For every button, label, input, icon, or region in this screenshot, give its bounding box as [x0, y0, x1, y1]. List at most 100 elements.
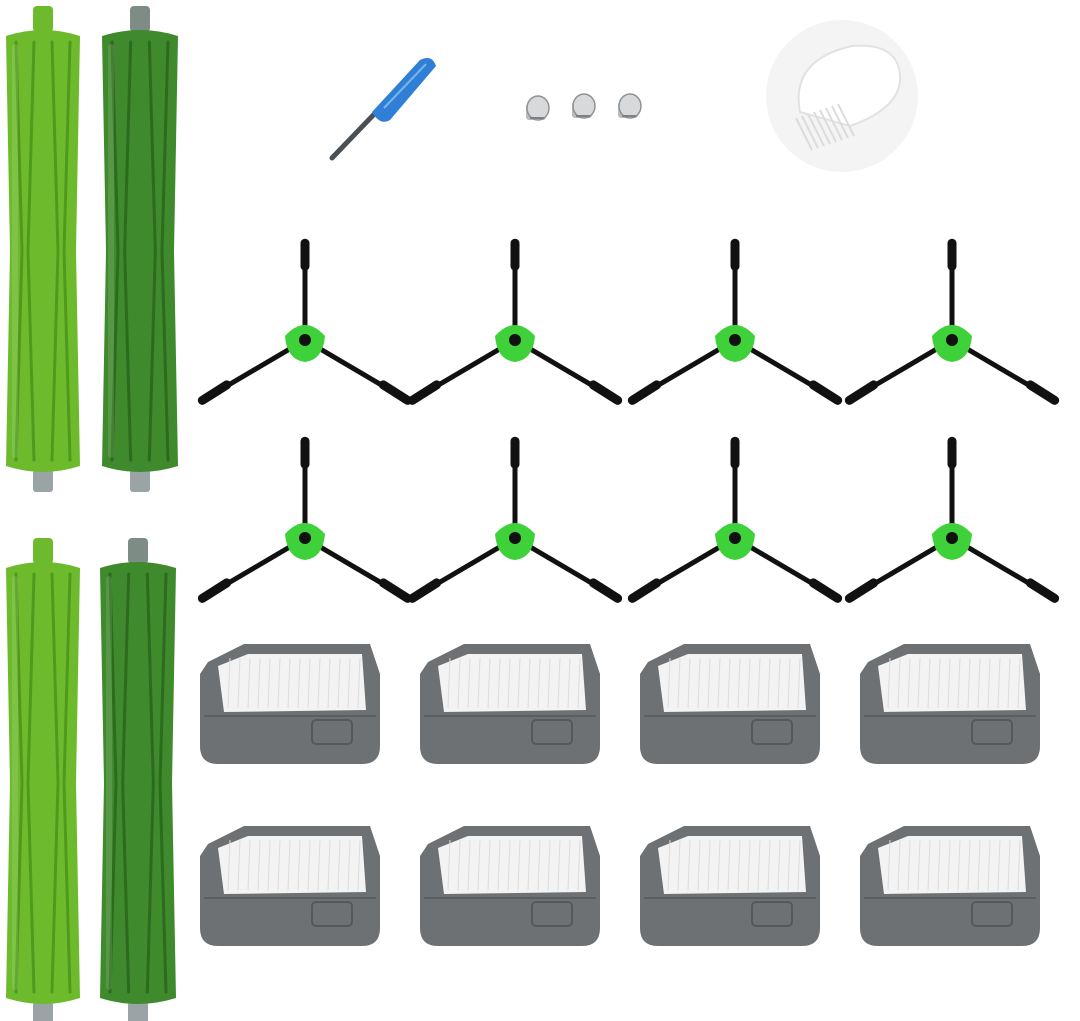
main-roller-dark-1 [102, 6, 178, 492]
roller-rib [62, 40, 72, 462]
filter-8 [860, 826, 1040, 946]
filter-pleat [517, 657, 521, 709]
filter-media [658, 836, 806, 894]
filter-pleat [967, 839, 971, 891]
filter-pleat [537, 839, 541, 891]
filter-pleat [927, 839, 931, 891]
screw-head [526, 95, 550, 121]
side-brush-bristles [197, 380, 232, 405]
roller-rib [26, 572, 36, 994]
filter-pleat [557, 657, 561, 709]
filter-pleat [757, 657, 761, 709]
filter-6 [420, 826, 600, 946]
filter-pleat [477, 657, 481, 709]
filter-pleat [1017, 657, 1021, 709]
filter-pleat [277, 657, 281, 709]
filter-pleat [957, 839, 961, 891]
filter-pleat [577, 657, 581, 709]
filter-latch [751, 901, 793, 927]
cleaning-tool-bristle [807, 113, 825, 147]
side-brush-bristles [378, 380, 413, 405]
cleaning-tool-bristle [795, 117, 813, 151]
roller-rib [121, 572, 131, 994]
filter-pleat [247, 657, 251, 709]
cleaning-tool-bristle [831, 105, 849, 139]
filter-media [438, 654, 586, 712]
filter-media [218, 654, 366, 712]
filter-pleat [467, 657, 471, 709]
side-brush-4 [844, 238, 1060, 405]
filter-pleat [917, 839, 921, 891]
filter-5 [200, 826, 380, 946]
filter-media [218, 836, 366, 894]
filter-pleat [957, 657, 961, 709]
screw-1 [526, 95, 550, 121]
filter-pleat [267, 657, 271, 709]
filter-pleat [907, 657, 911, 709]
filter-pleat [357, 839, 361, 891]
roller-highlight [108, 44, 114, 458]
filter-pleat [567, 657, 571, 709]
filter-pleat [307, 839, 311, 891]
cleaning-tool-bristle [801, 115, 819, 149]
filter-pleat [897, 657, 901, 709]
main-roller-dark-2 [100, 538, 176, 1021]
roller-rib [14, 40, 24, 462]
filter-pleat [697, 657, 701, 709]
side-brush-5 [197, 436, 413, 603]
filter-pleat [337, 839, 341, 891]
side-brush-bristles [808, 578, 843, 603]
filter-pleat [787, 839, 791, 891]
cleaning-tool-bristle [825, 107, 843, 141]
screw-head [572, 93, 596, 119]
roller-body [102, 30, 178, 472]
side-brush-bristles [588, 380, 623, 405]
filter-pleat [897, 839, 901, 891]
filter-pleat [517, 839, 521, 891]
filter-pleat [787, 657, 791, 709]
filter-pleat [1007, 657, 1011, 709]
filter-media [878, 836, 1026, 894]
filter-pleat [927, 657, 931, 709]
filter-pleat [337, 657, 341, 709]
filter-pleat [497, 657, 501, 709]
roller-highlight [12, 44, 18, 458]
main-roller-light-1 [6, 6, 80, 492]
filter-pleat [677, 839, 681, 891]
filter-pleat [267, 839, 271, 891]
filter-pleat [747, 657, 751, 709]
filter-pleat [667, 657, 671, 709]
filter-pleat [297, 839, 301, 891]
roller-body [100, 562, 176, 1004]
roller-axle-top [33, 6, 53, 32]
filter-pleat [717, 657, 721, 709]
cleaning-tool [766, 20, 918, 172]
roller-axle-top [130, 6, 150, 32]
roller-rib [147, 40, 157, 462]
filter-latch [751, 719, 793, 745]
filter-latch [971, 719, 1013, 745]
side-brush-center [509, 532, 521, 544]
roller-axle-bottom [128, 1002, 148, 1021]
filter-pleat [257, 657, 261, 709]
screwdriver-handle-shine [383, 63, 427, 109]
filter-pleat [537, 657, 541, 709]
roller-body [6, 562, 80, 1004]
roller-highlight [106, 576, 112, 990]
roller-rib [50, 572, 60, 994]
side-brush-bristles [407, 380, 442, 405]
roller-rib [62, 572, 72, 994]
filter-latch [531, 719, 573, 745]
filter-pleat [767, 657, 771, 709]
filter-pleat [447, 839, 451, 891]
filter-pleat [487, 657, 491, 709]
filter-latch [971, 901, 1013, 927]
filter-pleat [227, 657, 231, 709]
cleaning-tool-blade [797, 44, 902, 128]
filter-pleat [547, 657, 551, 709]
screw-head [618, 93, 642, 119]
filter-pleat [777, 839, 781, 891]
main-roller-light-2 [6, 538, 80, 1021]
